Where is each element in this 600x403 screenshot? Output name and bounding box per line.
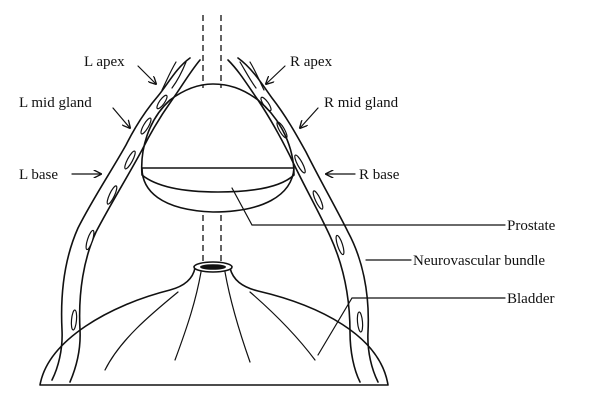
label-l-mid-gland: L mid gland [19,95,92,111]
label-prostate: Prostate [507,218,556,234]
label-arrows [71,65,356,174]
prostate [140,83,295,213]
left-neurovascular-bundle [51,57,201,383]
bladder [39,261,389,386]
urethra-lower [202,215,222,262]
label-r-apex: R apex [290,54,333,70]
label-r-base: R base [359,167,400,183]
label-bladder: Bladder [507,291,554,307]
leader-lines [231,187,506,356]
label-r-mid-gland: R mid gland [324,95,399,111]
label-l-apex: L apex [84,54,125,70]
label-neurovascular-bundle: Neurovascular bundle [413,253,545,269]
label-l-base: L base [19,167,58,183]
urethra-upper [202,15,222,88]
